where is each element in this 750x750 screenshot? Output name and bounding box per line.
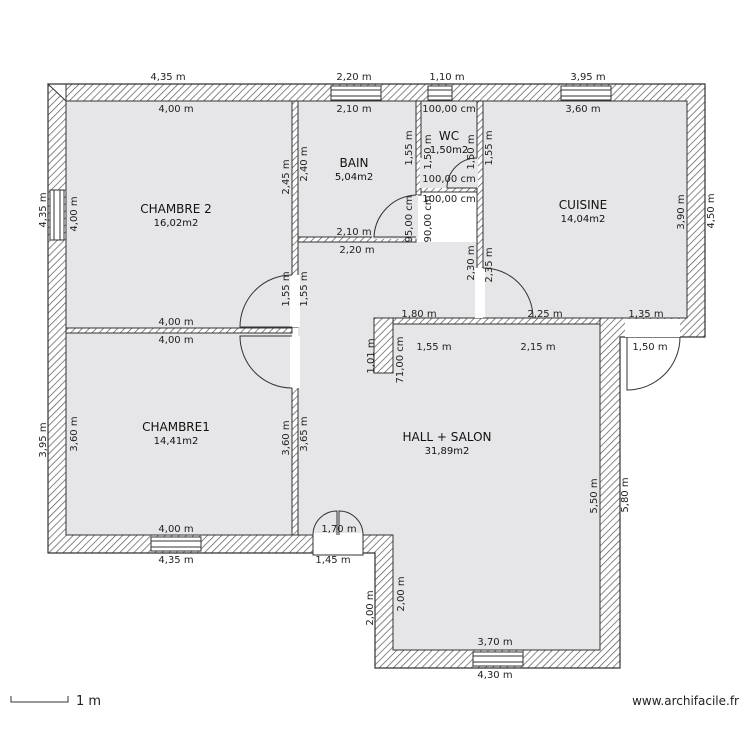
dim-label: 71,00 cm (395, 336, 406, 383)
dim-label: 1,45 m (315, 555, 350, 566)
dim-label: 3,70 m (477, 637, 512, 648)
room-area-cuisine: 14,04m2 (561, 214, 606, 225)
room-area-chambre2: 16,02m2 (154, 218, 199, 229)
dim-label: 4,50 m (706, 193, 717, 228)
dim-label: 4,35 m (150, 72, 185, 83)
exterior-wall-outline (47, 83, 706, 669)
windows (49, 85, 612, 667)
dim-label: 4,00 m (158, 524, 193, 535)
vertical-dimensions: 4,35 m 4,00 m 3,95 m 3,60 m 2,45 m 2,40 … (38, 130, 717, 625)
dim-label: 3,65 m (299, 416, 310, 451)
dim-label: 1,70 m (321, 524, 356, 535)
room-name-chambre2: CHAMBRE 2 (140, 202, 212, 216)
dim-label: 1,55 m (484, 130, 495, 165)
dim-label: 2,00 m (396, 576, 407, 611)
dim-label: 3,90 m (676, 194, 687, 229)
dim-label: 2,20 m (336, 72, 371, 83)
dim-label: 4,00 m (158, 104, 193, 115)
dim-label: 2,40 m (299, 146, 310, 181)
dim-label: 90,00 cm (423, 195, 434, 242)
dim-label: 2,35 m (484, 247, 495, 282)
room-area-chambre1: 14,41m2 (154, 436, 199, 447)
dim-label: 4,35 m (38, 192, 49, 227)
horizontal-dimensions: 4,35 m 2,20 m 1,10 m 3,95 m 4,00 m 2,10 … (150, 72, 667, 681)
scale-label: 1 m (76, 694, 101, 709)
dim-label: 2,20 m (339, 245, 374, 256)
dim-label: 1,35 m (628, 309, 663, 320)
dim-label: 1,55 m (416, 342, 451, 353)
dim-label: 2,25 m (527, 309, 562, 320)
dim-label: 1,55 m (404, 130, 415, 165)
dim-label: 2,15 m (520, 342, 555, 353)
dim-label: 2,10 m (336, 104, 371, 115)
dim-label: 1,10 m (429, 72, 464, 83)
dim-label: 1,55 m (281, 271, 292, 306)
dim-label: 2,10 m (336, 227, 371, 238)
dim-label: 4,00 m (158, 317, 193, 328)
dim-label: 1,55 m (299, 271, 310, 306)
room-area-hall-salon: 31,89m2 (425, 446, 470, 457)
dim-label: 5,50 m (589, 478, 600, 513)
dim-label: 1,80 m (401, 309, 436, 320)
room-name-cuisine: CUISINE (559, 198, 607, 212)
dim-label: 3,60 m (565, 104, 600, 115)
dim-label: 3,95 m (570, 72, 605, 83)
dim-label: 4,35 m (158, 555, 193, 566)
dim-label: 1,50 m (423, 134, 434, 169)
dim-label: 3,60 m (69, 416, 80, 451)
room-name-wc: WC (439, 129, 459, 143)
watermark: www.archifacile.fr (632, 694, 739, 708)
dim-label: 1,50 m (466, 134, 477, 169)
dim-label: 95,00 cm (404, 195, 415, 242)
room-name-chambre1: CHAMBRE1 (142, 420, 210, 434)
dim-label: 5,80 m (620, 477, 631, 512)
room-name-hall-salon: HALL + SALON (402, 430, 491, 444)
dim-label: 2,00 m (365, 590, 376, 625)
dim-label: 4,00 m (158, 335, 193, 346)
door-swings (239, 157, 681, 556)
openings (290, 158, 680, 555)
room-name-bain: BAIN (340, 156, 369, 170)
dim-label: 3,95 m (38, 422, 49, 457)
dim-label: 1,01 m (366, 338, 377, 373)
room-area-bain: 5,04m2 (335, 172, 373, 183)
dim-label: 2,30 m (466, 245, 477, 280)
dim-label: 100,00 cm (422, 194, 475, 205)
dim-label: 4,00 m (69, 196, 80, 231)
dim-label: 1,50 m (632, 342, 667, 353)
dim-label: 4,30 m (477, 670, 512, 681)
dim-label: 100,00 cm (422, 104, 475, 115)
dim-label: 100,00 cm (422, 174, 475, 185)
dim-label: 2,45 m (281, 159, 292, 194)
dim-label: 3,60 m (281, 420, 292, 455)
room-area-wc: 1,50m2 (430, 145, 468, 156)
scale-bar: 1 m (10, 694, 101, 709)
